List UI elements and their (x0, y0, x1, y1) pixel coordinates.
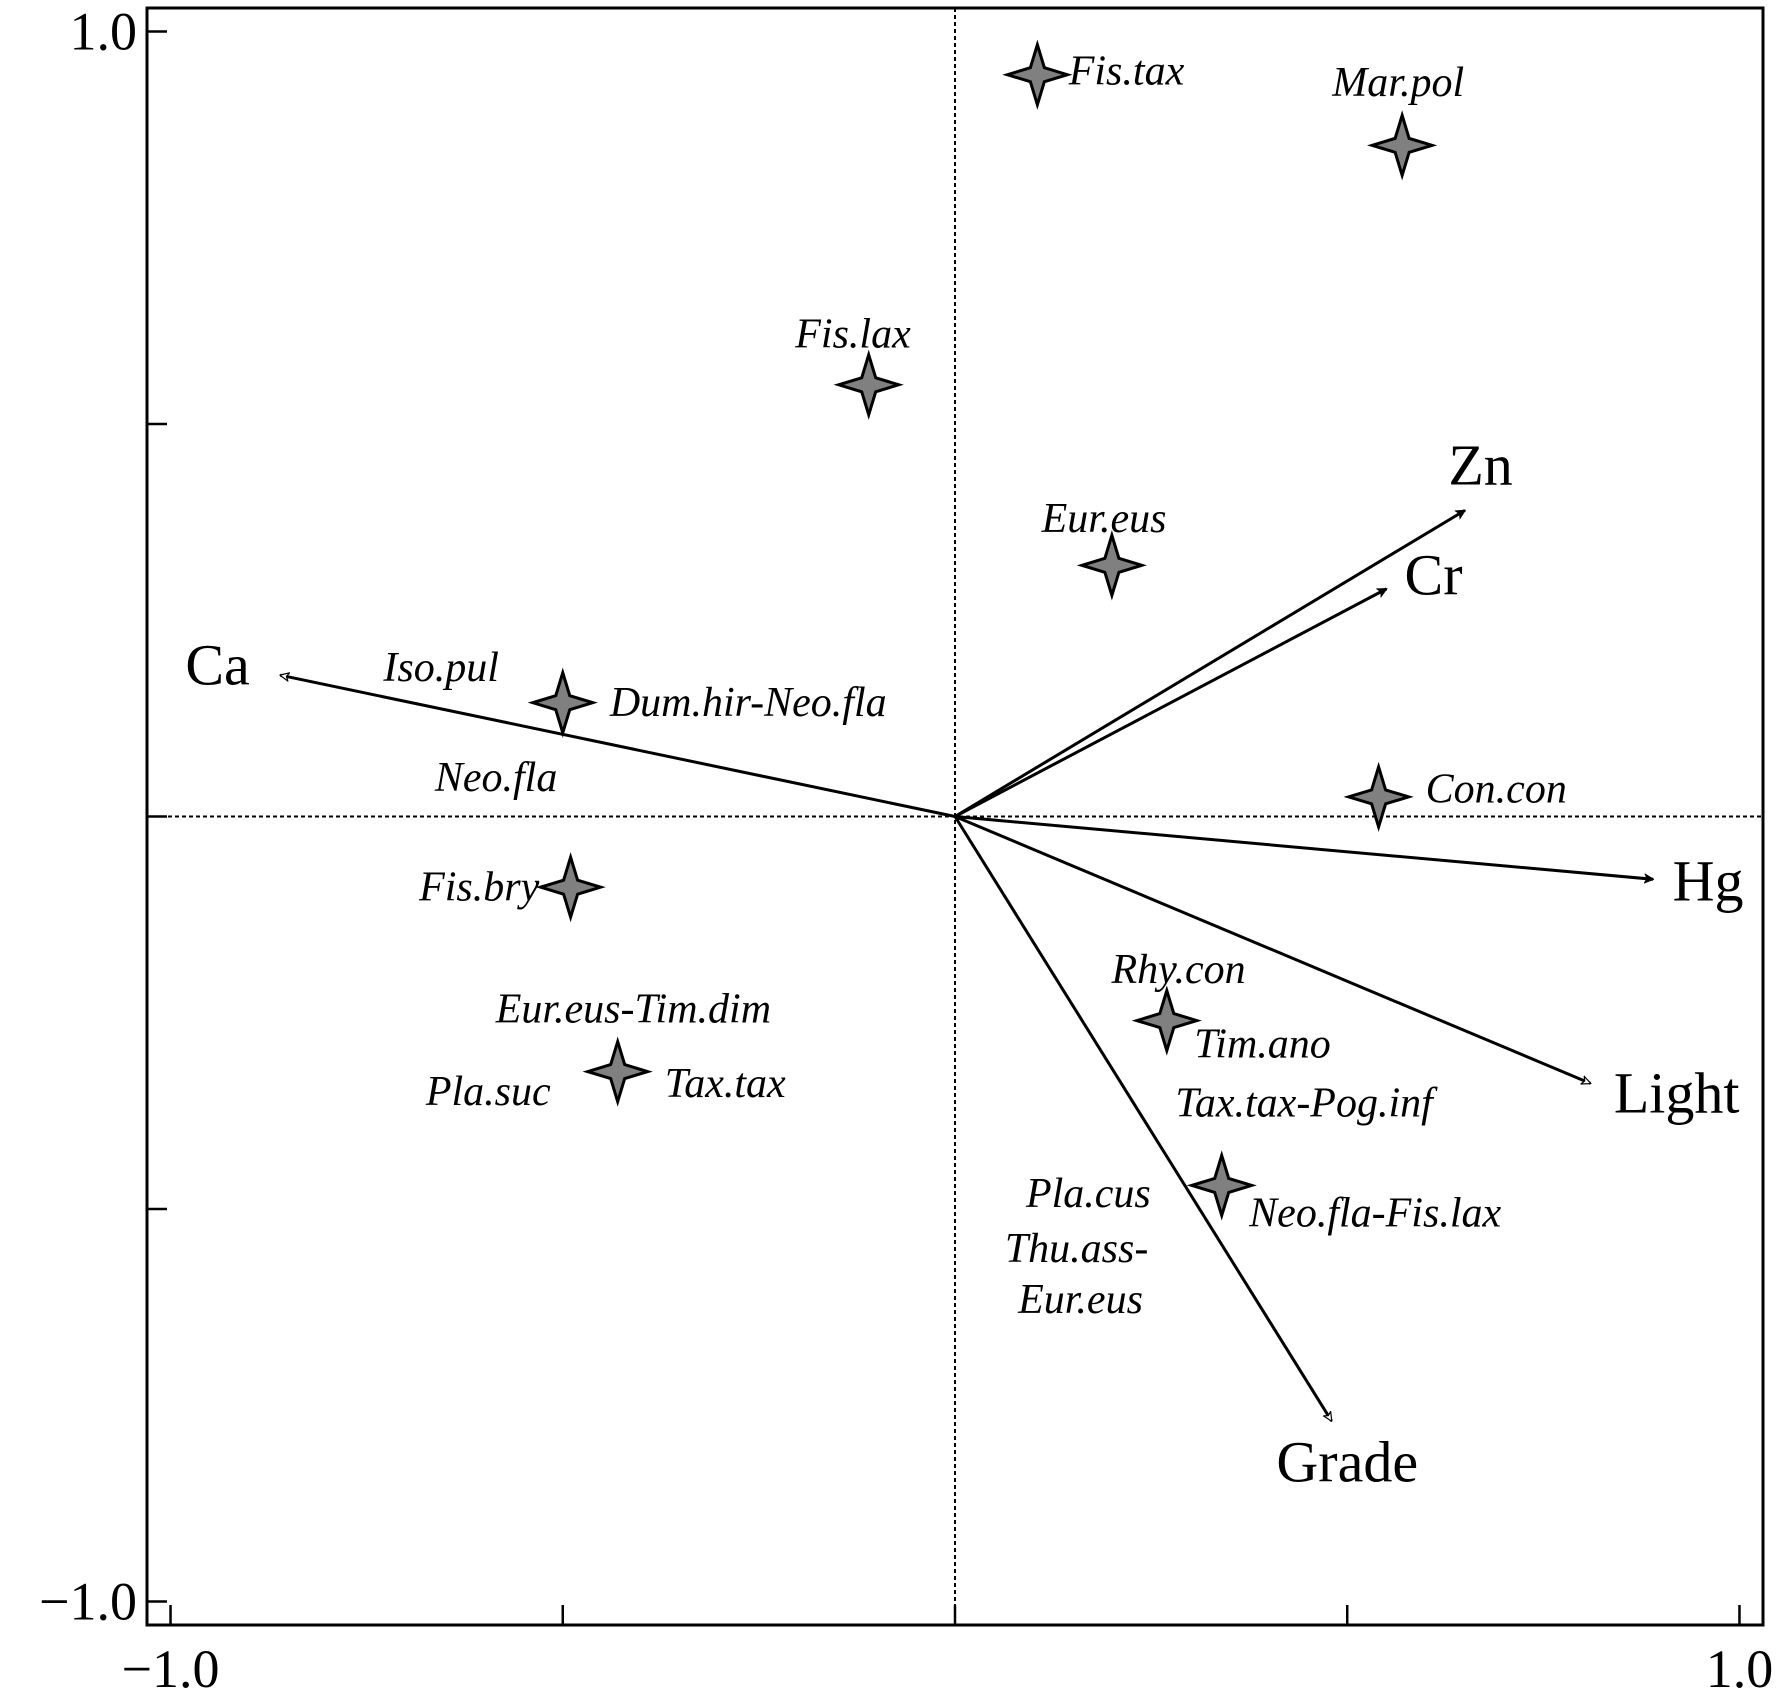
species-point-fis-lax (833, 349, 904, 420)
species-point-rhy-con-tim-ano-tax-tax-pog-inf (1131, 985, 1202, 1056)
species-point-fis-bry (535, 851, 606, 923)
species-label-fis-lax: Fis.lax (794, 311, 911, 357)
vector-label-light: Light (1614, 1060, 1740, 1125)
y-tick-label-min: −1.0 (39, 1571, 137, 1631)
species-label-thu-ass: Thu.ass- (1005, 1226, 1149, 1272)
y-tick-label-max: 1.0 (70, 2, 138, 62)
species-point-eur-eus-tim-dim-pla-suc-tax-tax (582, 1036, 653, 1107)
species-label-neo-fla-fis-lax: Neo.fla-Fis.lax (1248, 1190, 1501, 1236)
vector-zn (954, 509, 1465, 818)
x-tick-label-min: −1.0 (122, 1639, 220, 1698)
species-point-iso-pul-dum-hir-neo-fla-neo-fla (527, 667, 598, 738)
species-point-mar-pol (1366, 110, 1438, 181)
species-label-iso-pul: Iso.pul (382, 645, 499, 691)
axis-ticks (147, 30, 1741, 1625)
species-label-fis-bry: Fis.bry (418, 865, 540, 911)
species-label-dum-hir-neo-fla: Dum.hir-Neo.fla (609, 680, 887, 726)
vector-label-hg: Hg (1673, 848, 1744, 913)
species-point-pla-cus-thu-ass-eur-eus-neo-fla-fis-lax (1186, 1150, 1257, 1221)
species-label-tax-tax: Tax.tax (665, 1061, 786, 1107)
vector-label-grade: Grade (1276, 1429, 1418, 1494)
vector-light (954, 815, 1590, 1085)
species-point-fis-tax (1002, 39, 1073, 110)
species-label-rhy-con: Rhy.con (1111, 947, 1246, 993)
vector-cr (954, 587, 1386, 818)
species-label-pla-suc: Pla.suc (425, 1069, 551, 1115)
vector-label-zn: Zn (1448, 432, 1512, 497)
x-tick-label-max: 1.0 (1706, 1639, 1774, 1698)
vector-ca (280, 675, 956, 818)
species-label-neo-fla: Neo.fla (434, 755, 558, 801)
vector-hg (954, 815, 1653, 880)
species-point-eur-eus (1076, 530, 1148, 601)
species-label-mar-pol: Mar.pol (1331, 60, 1464, 106)
vector-label-cr: Cr (1405, 542, 1463, 607)
species-label-con-con: Con.con (1426, 767, 1567, 813)
vector-grade (953, 815, 1333, 1421)
species-label-eur-eus: Eur.eus (1017, 1277, 1143, 1323)
species-label-pla-cus: Pla.cus (1025, 1171, 1151, 1217)
species-point-con-con (1343, 761, 1414, 833)
species-label-eur-eus-tim-dim: Eur.eus-Tim.dim (495, 986, 771, 1032)
species-label-tax-tax-pog-inf: Tax.tax-Pog.inf (1175, 1081, 1438, 1127)
species-label-fis-tax: Fis.tax (1068, 48, 1185, 94)
species-label-tim-ano: Tim.ano (1194, 1022, 1331, 1068)
species-points (527, 39, 1438, 1221)
species-label-eur-eus: Eur.eus (1041, 496, 1167, 542)
vector-label-ca: Ca (185, 633, 249, 698)
